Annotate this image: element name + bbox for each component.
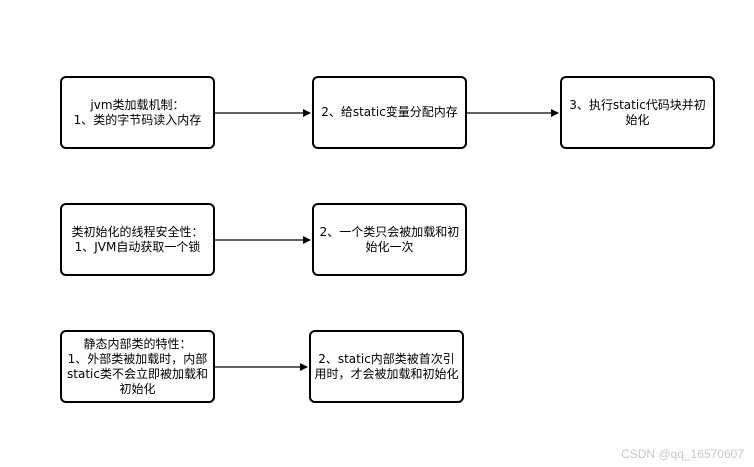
node-static-block-init[interactable]: 3、执行static代码块并初始化: [560, 76, 715, 149]
node-load-once[interactable]: 2、一个类只会被加载和初始化一次: [312, 203, 467, 276]
watermark-text: CSDN @qq_16570607: [621, 447, 744, 461]
node-static-memory-allocation[interactable]: 2、给static变量分配内存: [312, 76, 467, 149]
node-init-thread-safety[interactable]: 类初始化的线程安全性： 1、JVM自动获取一个锁: [60, 203, 215, 276]
node-static-inner-class-traits[interactable]: 静态内部类的特性： 1、外部类被加载时，内部static类不会立即被加载和初始化: [60, 330, 215, 403]
node-jvm-class-loading[interactable]: jvm类加载机制： 1、类的字节码读入内存: [60, 76, 215, 149]
node-inner-class-first-reference[interactable]: 2、static内部类被首次引用时，才会被加载和初始化: [309, 330, 464, 403]
